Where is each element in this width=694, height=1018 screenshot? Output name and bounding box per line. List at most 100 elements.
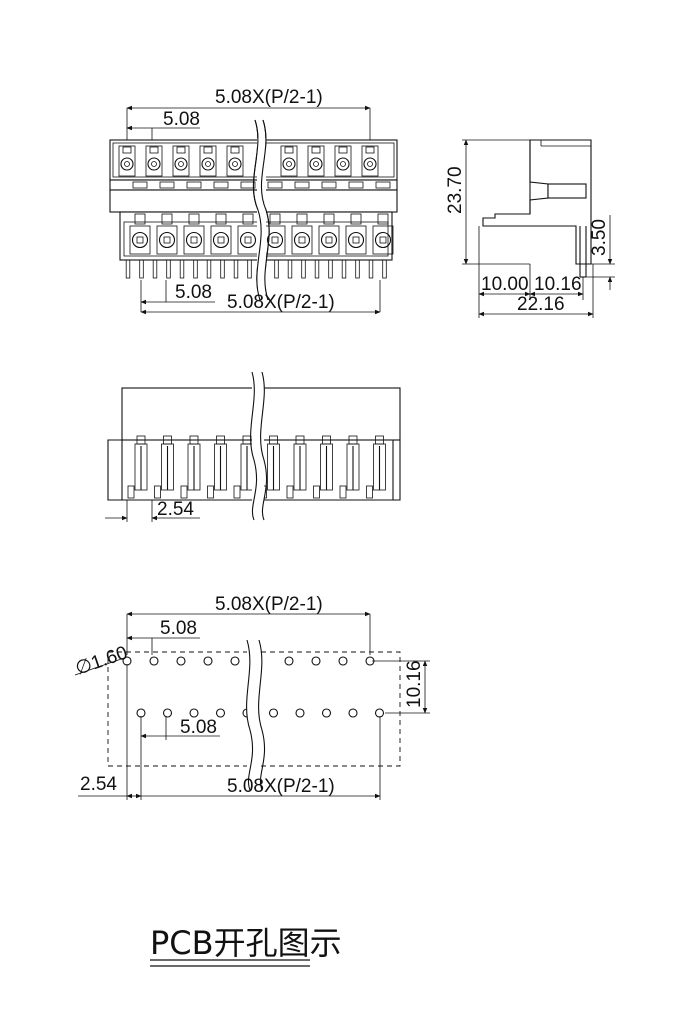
front-pin-foot	[180, 485, 188, 499]
side-view: 23.70 3.50 10.00 10.16 22.16	[445, 139, 615, 318]
lower-terminal-top-tab	[188, 213, 200, 225]
latch-tab	[132, 181, 148, 189]
upper-terminal-screw	[120, 157, 134, 171]
upper-terminal-screw-center	[178, 161, 184, 167]
upper-terminal-housing	[172, 145, 190, 177]
lower-terminal-housing	[156, 225, 178, 255]
upper-terminal-screw-center	[367, 161, 373, 167]
upper-terminal-housing	[361, 145, 379, 177]
pcb-hole-bottom-row	[295, 708, 305, 718]
upper-terminal-housing	[307, 145, 325, 177]
pcb-hole-top-row	[203, 656, 213, 666]
latch-tab	[186, 181, 202, 189]
front-pin-foot	[286, 485, 294, 499]
pcb-hole-top-row	[149, 656, 159, 666]
lower-terminal-screw-center	[352, 236, 360, 244]
front-view: 2.54	[105, 371, 401, 522]
pcb-hole-bottom-row	[321, 708, 332, 718]
upper-terminal-housing	[280, 145, 298, 177]
latch-tab	[213, 181, 229, 189]
pin	[355, 259, 360, 279]
pcb-caption: PCB开孔图示	[150, 924, 342, 962]
lower-terminal-screw-center	[298, 236, 306, 244]
upper-terminal-screw-center	[124, 161, 130, 167]
pcb-hole-bottom-row	[374, 708, 385, 718]
pcb-hole-bottom-row	[162, 708, 173, 718]
lower-terminal-housing	[318, 225, 340, 255]
pin	[287, 259, 293, 279]
upper-terminal-housing	[199, 145, 217, 177]
lower-terminal-top-tab	[350, 213, 362, 225]
front-pin-foot	[154, 485, 161, 499]
upper-terminal-screw-center	[313, 161, 319, 167]
front-pin-foot	[313, 485, 320, 499]
upper-terminal-slot	[338, 146, 348, 154]
upper-terminal-slot	[122, 146, 132, 154]
lower-terminal-housing	[291, 225, 313, 255]
latch-tab	[321, 181, 337, 189]
upper-terminal-screw-center	[232, 161, 238, 167]
lower-terminal-top-tab	[161, 213, 173, 225]
lower-terminal-screw-center	[379, 236, 387, 244]
pin	[274, 259, 279, 279]
top-view: 5.08X(P/2-1) 5.08 5.08 5.08X(P/2-1)	[109, 87, 398, 315]
lower-terminal-screw	[185, 231, 203, 249]
upper-terminal-housing	[145, 145, 163, 177]
pcb-hole-bottom-row	[189, 708, 199, 718]
upper-terminal-screw	[282, 157, 296, 171]
lower-terminal-top-tab	[134, 213, 146, 225]
lower-terminal-top-tab	[377, 213, 389, 225]
lower-terminal-screw	[212, 231, 230, 249]
lower-terminal-screw-center	[163, 236, 171, 244]
lower-terminal-screw	[131, 231, 149, 249]
upper-terminal-slot	[203, 146, 213, 154]
top-dim-span-bottom: 5.08X(P/2-1)	[227, 292, 335, 313]
lower-terminal-top-tab	[269, 213, 281, 225]
pcb-hole-top-row	[284, 656, 294, 666]
side-dim-pin-length: 3.50	[589, 219, 610, 256]
pcb-dim-hole-diameter: ∅1.60	[73, 642, 130, 679]
lower-terminal-housing	[129, 225, 151, 255]
pin	[166, 259, 171, 279]
top-dim-pitch-bottom: 5.08	[175, 282, 212, 303]
lower-terminal-screw	[266, 231, 284, 249]
pcb-hole-bottom-row	[348, 708, 358, 718]
top-dim-pitch: 5.08	[163, 109, 200, 130]
pin	[301, 259, 306, 279]
side-dim-height: 23.70	[445, 166, 466, 214]
upper-terminal-screw	[174, 157, 188, 171]
pcb-hole-bottom-row	[268, 708, 279, 718]
upper-terminal-screw	[147, 157, 161, 171]
pcb-hole-bottom-row	[136, 708, 146, 718]
pin	[193, 259, 198, 279]
upper-terminal-housing	[226, 145, 244, 177]
front-pin-foot	[207, 485, 214, 499]
pin	[382, 259, 387, 279]
upper-terminal-slot	[230, 146, 240, 154]
lower-terminal-screw	[239, 231, 257, 249]
lower-terminal-screw-center	[136, 236, 144, 244]
lower-terminal-screw-center	[325, 236, 333, 244]
upper-terminal-screw-center	[340, 161, 346, 167]
pin	[206, 259, 212, 279]
pin	[139, 259, 144, 279]
upper-terminal-screw-center	[151, 161, 157, 167]
upper-terminal-slot	[284, 146, 294, 154]
lower-terminal-top-tab	[242, 213, 254, 225]
pcb-dim-span-top: 5.08X(P/2-1)	[215, 594, 323, 615]
pcb-hole-bottom-row	[215, 708, 226, 718]
upper-terminal-screw	[228, 157, 242, 171]
pin	[220, 259, 225, 279]
lower-terminal-screw	[347, 231, 365, 249]
pcb-dim-offset: 2.54	[80, 774, 117, 795]
pcb-dim-row-spacing: 10.16	[404, 660, 425, 708]
top-dim-span: 5.08X(P/2-1)	[215, 87, 323, 108]
lower-terminal-housing	[183, 225, 205, 255]
pin	[328, 259, 333, 279]
upper-terminal-screw	[336, 157, 350, 171]
pin	[125, 259, 131, 279]
lower-terminal-screw-center	[271, 236, 279, 244]
pcb-dim-pitch-top: 5.08	[160, 618, 197, 639]
pcb-hole-top-row	[311, 656, 321, 666]
